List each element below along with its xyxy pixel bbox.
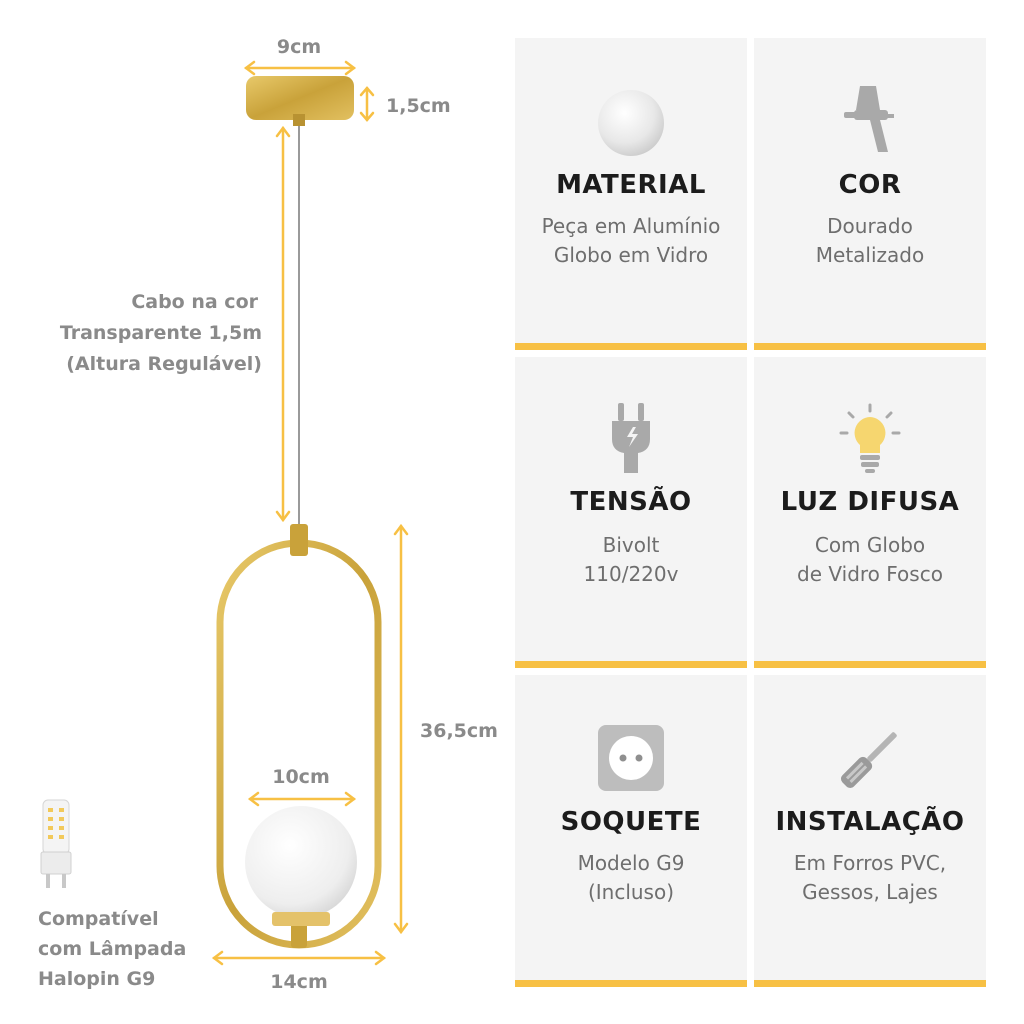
bulb-note-line: Halopin G9 [38,968,155,990]
card-title: COR [838,170,902,200]
card-line: de Vidro Fosco [797,562,943,586]
screwdriver-icon [840,732,897,789]
card-accent-bar [515,980,747,987]
outlet-icon [598,725,664,791]
canopy-width-label: 9cm [277,36,321,58]
cable-length-arrow [275,125,291,523]
g9-bulb-icon [40,799,72,888]
card-line: Metalizado [815,243,925,267]
card-accent-bar [754,343,986,350]
card-line: Gessos, Lajes [802,880,938,904]
card-accent-bar [754,980,986,987]
frame-height-arrow [393,523,409,935]
oval-frame [216,524,382,949]
feature-card-voltage: TENSÃO Bivolt 110/220v [515,357,747,668]
card-line: 110/220v [583,562,679,586]
cable-note-line: Transparente 1,5m [60,322,262,344]
card-line: Em Forros PVC, [793,851,947,875]
canopy-width-arrow [243,60,357,76]
card-line: Bivolt [602,533,660,557]
feature-card-installation: INSTALAÇÃO Em Forros PVC, Gessos, Lajes [754,675,986,987]
card-title: LUZ DIFUSA [780,487,960,517]
spray-gun-icon [844,86,894,152]
canopy-height-arrow [359,86,375,122]
card-line: Modelo G9 [577,851,685,875]
bulb-note-line: com Lâmpada [38,938,186,960]
lightbulb-icon [839,403,901,473]
card-title: MATERIAL [556,170,706,200]
frame-width-label: 14cm [270,971,328,993]
sphere-icon [598,90,664,156]
frame-width-arrow [211,950,387,966]
bulb-note-line: Compatível [38,908,159,930]
card-accent-bar [754,661,986,668]
canopy-height-label: 1,5cm [386,95,451,117]
globe-width-label: 10cm [272,766,330,788]
card-title: TENSÃO [570,487,692,517]
frame-height-label: 36,5cm [420,720,498,742]
card-line: Dourado [827,214,913,238]
feature-card-material: MATERIAL Peça em Alumínio Globo em Vidro [515,38,747,350]
cable-note-line: Cabo na cor [131,291,258,313]
card-accent-bar [515,343,747,350]
globe-width-arrow [247,791,357,807]
cable-note-line: (Altura Regulável) [66,353,262,375]
plug-icon [612,403,650,473]
card-title: SOQUETE [560,807,702,837]
card-line: Peça em Alumínio [541,214,721,238]
card-line: Com Globo [814,533,926,557]
feature-card-socket: SOQUETE Modelo G9 (Incluso) [515,675,747,987]
card-line: Globo em Vidro [553,243,709,267]
card-line: (Incluso) [587,880,675,904]
card-title: INSTALAÇÃO [775,807,965,837]
feature-card-diffuse-light: LUZ DIFUSA Com Globo de Vidro Fosco [754,357,986,668]
feature-card-color: COR Dourado Metalizado [754,38,986,350]
ceiling-canopy [246,76,354,126]
glass-globe [245,806,357,926]
card-accent-bar [515,661,747,668]
